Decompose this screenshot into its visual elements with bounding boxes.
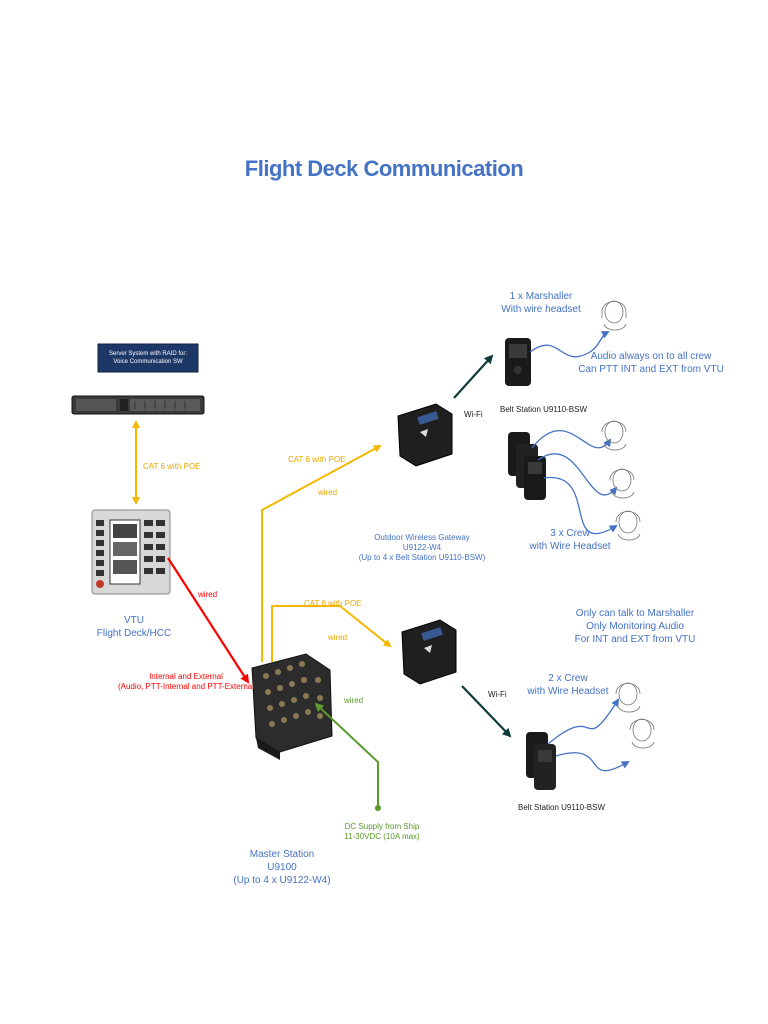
internal-external-line2: (Audio, PTT-Internal and PTT-External: [117, 682, 255, 691]
crew2-line2: with Wire Headset: [527, 686, 609, 697]
gateway-line2: U9122-W4: [402, 543, 442, 552]
master-gateway2-link: [271, 605, 392, 662]
marshaller-line1: 1 x Marshaller: [509, 291, 573, 302]
dc-supply-line2: 11-30VDC (10A max): [344, 832, 420, 841]
gateway2-type-label: wired: [328, 633, 348, 642]
belt-station-bottom-label: Belt Station U9110-BSW: [518, 803, 606, 812]
server-label: Server System with RAID for: Voice Commu…: [98, 350, 198, 366]
master-station-line3: (Up to 4 x U9122-W4): [233, 875, 331, 886]
vtu-label-line2: Flight Deck/HCC: [96, 628, 172, 639]
internal-external-line1: Internal and External: [149, 672, 223, 681]
monitor-note-line2: Only Monitoring Audio: [586, 621, 684, 632]
power-source-dot: [375, 805, 381, 811]
gateway1-type-label: wired: [318, 488, 338, 497]
dc-supply-label: DC Supply from Ship 11-30VDC (10A max): [334, 822, 430, 842]
server-vtu-cable-label: CAT 6 with POE: [143, 462, 201, 471]
crew3-line2: with Wire Headset: [529, 541, 611, 552]
vtu-label-line1: VTU: [124, 615, 144, 626]
wireless-gateway-icon-1: [397, 403, 453, 467]
audio-note-line2: Can PTT INT and EXT from VTU: [578, 364, 724, 375]
power-link: [314, 702, 379, 806]
master-station-line2: U9100: [267, 862, 297, 873]
belt-station-icon-marshaller: [505, 338, 531, 386]
crew2-line1: 2 x Crew: [548, 673, 588, 684]
server-label-line1: Server System with RAID for:: [108, 351, 188, 357]
headset-wire-crew2: [537, 453, 618, 496]
monitor-note: Only can talk to Marshaller Only Monitor…: [560, 607, 710, 646]
master-station-label: Master Station U9100 (Up to 4 x U9122-W4…: [222, 848, 342, 887]
belt-station-icon-crew2: [526, 732, 556, 790]
dc-supply-line1: DC Supply from Ship: [344, 822, 420, 831]
vtu-label: VTU Flight Deck/HCC: [84, 614, 184, 640]
belt-station-top-label: Belt Station U9110-BSW: [500, 405, 588, 414]
vtu-master-link: [167, 557, 250, 684]
gateway-label: Outdoor Wireless Gateway U9122-W4 (Up to…: [352, 533, 492, 563]
headset-wire-crew3: [543, 476, 618, 535]
vtu-panel-icon: [91, 509, 171, 595]
crew-person-icon: [601, 300, 655, 749]
monitor-note-line1: Only can talk to Marshaller: [575, 608, 695, 619]
gateway-line3: (Up to 4 x Belt Station U9110-BSW): [358, 553, 486, 562]
master-gateway1-link: [261, 445, 382, 662]
page-title: Flight Deck Communication: [244, 156, 524, 181]
crew3-label: 3 x Crew with Wire Headset: [520, 527, 620, 553]
wifi1-link: [453, 354, 494, 399]
belt-station-icon-crew3: [508, 432, 546, 500]
internal-external-label: Internal and External (Audio, PTT-Intern…: [106, 672, 266, 692]
headset-wire-crew4: [547, 698, 620, 745]
crew3-line1: 3 x Crew: [550, 528, 590, 539]
monitor-note-line3: For INT and EXT from VTU: [574, 634, 696, 645]
server-rack-icon: [71, 343, 205, 415]
headset-wire-crew5: [555, 752, 630, 772]
gateway-line1: Outdoor Wireless Gateway: [374, 533, 470, 542]
vtu-master-type-label: wired: [198, 590, 218, 599]
wifi1-label: Wi-Fi: [464, 410, 483, 419]
crew2-label: 2 x Crew with Wire Headset: [518, 672, 618, 698]
marshaller-label: 1 x Marshaller With wire headset: [486, 290, 596, 316]
server-label-line2: Voice Communication SW: [113, 359, 183, 365]
wifi2-link: [461, 685, 512, 738]
wifi2-label: Wi-Fi: [488, 690, 507, 699]
master-station-icon: [251, 653, 333, 760]
gateway2-cable-label: CAT 6 with POE: [304, 599, 362, 608]
headset-wire-crew1: [531, 430, 612, 449]
wireless-gateway-icon-2: [401, 619, 457, 685]
audio-note-line1: Audio always on to all crew: [590, 351, 712, 362]
gateway1-cable-label: CAT 6 with POE: [288, 455, 346, 464]
audio-note: Audio always on to all crew Can PTT INT …: [576, 350, 726, 376]
marshaller-line2: With wire headset: [501, 304, 581, 315]
headset-wire-marshaller: [529, 331, 610, 358]
power-type-label: wired: [344, 696, 364, 705]
master-station-line1: Master Station: [249, 849, 315, 860]
